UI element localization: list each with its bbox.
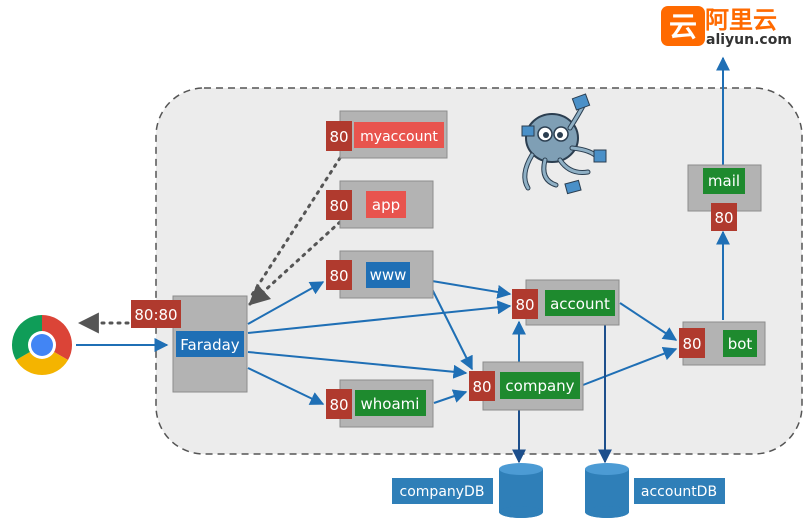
arrow-www-company (431, 288, 473, 371)
faraday-service: Faraday 80:80 (131, 295, 248, 393)
mail-port-label: 80 (714, 209, 733, 227)
aliyun-name: 阿里云 (705, 6, 777, 34)
companydb-label: companyDB (400, 484, 485, 500)
whoami-service: whoami 80 (326, 379, 434, 428)
arrow-faraday-www (247, 281, 325, 325)
myaccount-port-label: 80 (329, 128, 348, 146)
gateway-port-label: 80:80 (134, 306, 177, 324)
accountdb-label: accountDB (641, 484, 717, 500)
www-label: www (370, 266, 407, 284)
account-database: accountDB (585, 463, 725, 518)
www-port-label: 80 (329, 267, 348, 285)
whoami-port-label: 80 (329, 396, 348, 414)
bot-label: bot (728, 335, 753, 353)
bot-service: bot 80 (679, 321, 766, 366)
mail-service: mail 80 (687, 164, 762, 231)
chrome-icon (11, 315, 73, 376)
company-database: companyDB (392, 463, 543, 518)
arrow-whoami-company (433, 389, 468, 404)
company-service: company 80 (469, 361, 584, 411)
docker-compose-octopus-icon (521, 93, 607, 195)
faraday-label: Faraday (180, 336, 240, 354)
account-port-label: 80 (515, 296, 534, 314)
arrow-www-account (431, 280, 512, 299)
www-service: www 80 (326, 250, 434, 299)
aliyun-domain: aliyun.com (706, 32, 792, 48)
company-label: company (505, 377, 574, 395)
account-label: account (550, 295, 610, 313)
app-port-label: 80 (329, 197, 348, 215)
arrow-faraday-whoami (247, 367, 325, 405)
arrow-faraday-company (247, 351, 468, 379)
arrow-account-bot (619, 302, 678, 341)
whoami-label: whoami (361, 395, 420, 413)
aliyun-logo-glyph: 云 (669, 10, 697, 43)
account-service: account 80 (512, 279, 620, 326)
app-service: app 80 (326, 180, 434, 229)
dotted-link-myaccount-faraday (248, 156, 342, 300)
app-label: app (372, 196, 400, 214)
aliyun-logo: 云 阿里云 aliyun.com (661, 6, 792, 48)
database-cylinder-icon (499, 506, 543, 518)
database-cylinder-icon (585, 506, 629, 518)
bot-port-label: 80 (682, 335, 701, 353)
mail-label: mail (708, 172, 740, 190)
myaccount-service: myaccount 80 (326, 110, 448, 159)
arrow-faraday-account (247, 300, 512, 334)
company-port-label: 80 (472, 378, 491, 396)
arrow-company-bot (582, 347, 678, 386)
myaccount-label: myaccount (360, 129, 438, 145)
